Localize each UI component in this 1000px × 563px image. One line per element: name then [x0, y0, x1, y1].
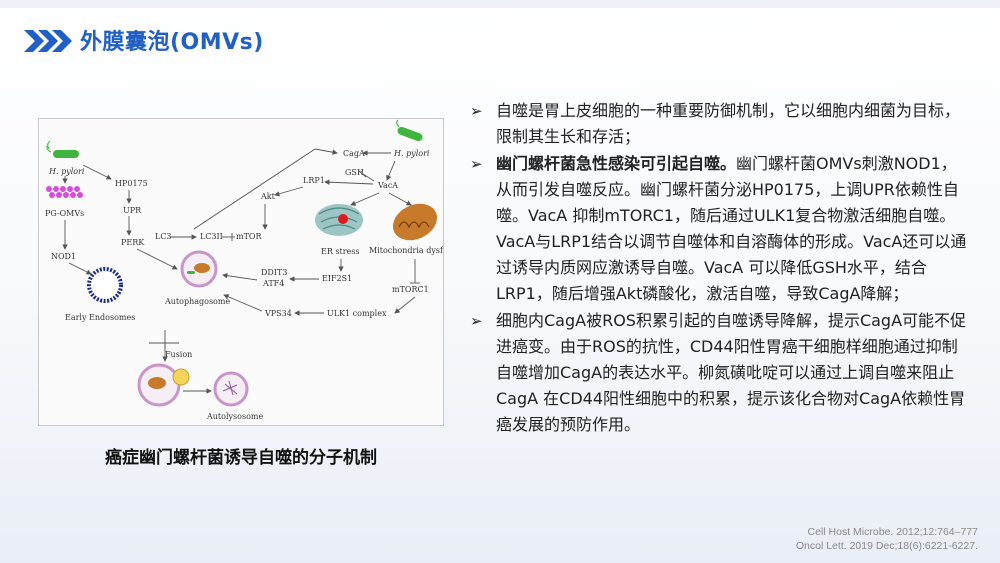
page-title: 外膜囊泡(OMVs) [80, 30, 264, 55]
eif2s1-label: EIF2S1 [322, 274, 352, 283]
ulk1-label: ULK1 complex [327, 309, 387, 318]
reference-line: Oncol Lett. 2019 Dec;18(6):6221-6227. [795, 540, 978, 552]
gsh-label: GSH [345, 168, 364, 177]
bullet-text: 自噬是胃上皮细胞的一种重要防御机制，它以细胞内细菌为目标，限制其生长和存活； [496, 98, 970, 150]
pathway-arrows [62, 148, 420, 394]
vaca-label: VacA [377, 181, 398, 190]
h-pylori-left-icon [46, 140, 79, 158]
er-stress-label: ER stress [321, 247, 360, 256]
arrow-bullet-icon: ➢ [470, 102, 483, 120]
bullet-item: ➢ 幽门螺杆菌急性感染可引起自噬。幽门螺杆菌OMVs刺激NOD1，从而引发自噬反… [470, 151, 970, 307]
autophagosome-icon [180, 250, 218, 288]
bullet-item: ➢ 细胞内CagA被ROS积累引起的自噬诱导降解，提示CagA可能不促进癌变。由… [470, 308, 970, 438]
nod1-label: NOD1 [51, 252, 76, 261]
er-stress-icon [315, 204, 363, 236]
upr-label: UPR [123, 206, 142, 215]
bullet-body: 细胞内CagA被ROS积累引起的自噬诱导降解，提示CagA可能不促进癌变。由于R… [496, 311, 967, 434]
autolysosome-label: Autolysosome [206, 412, 263, 421]
early-endosomes-label: Early Endosomes [65, 313, 135, 322]
atf4-label: ATF4 [262, 279, 284, 288]
pg-omvs-label: PG-OMVs [45, 209, 84, 218]
references: Cell Host Microbe. 2012;12:764–777 Oncol… [796, 525, 978, 553]
mitochondria-icon [392, 203, 438, 241]
perk-label: PERK [121, 238, 145, 247]
bullet-text: 幽门螺杆菌急性感染可引起自噬。幽门螺杆菌OMVs刺激NOD1，从而引发自噬反应。… [496, 151, 970, 307]
autolysosome-icon [213, 371, 249, 407]
early-endosome-icon [87, 267, 123, 303]
autophagosome-label: Autophagosome [164, 297, 230, 306]
figure-caption: 癌症幽门螺杆菌诱导自噬的分子机制 [105, 448, 377, 468]
bullet-text: 细胞内CagA被ROS积累引起的自噬诱导降解，提示CagA可能不促进癌变。由于R… [496, 308, 970, 438]
top-bar [0, 0, 1000, 8]
mtorc1-label: mTORC1 [392, 285, 429, 294]
arrow-bullet-icon: ➢ [470, 312, 483, 330]
lrp1-label: LRP1 [303, 176, 325, 185]
mtor-top-label: mTOR [236, 232, 262, 241]
h-pylori-left-label: H. pylori [48, 167, 85, 176]
lc3-label: LC3 [155, 232, 172, 241]
lc3ii-label: LC3II [200, 232, 223, 241]
chevron-right-icon [24, 30, 72, 52]
hp0175-label: HP0175 [115, 179, 148, 188]
mito-label: Mitochondria dysfunction [369, 246, 443, 255]
h-pylori-right-icon [396, 119, 423, 142]
caga-label: CagA [343, 149, 365, 158]
bullet-list: ➢ 自噬是胃上皮细胞的一种重要防御机制，它以细胞内细菌为目标，限制其生长和存活；… [470, 98, 970, 439]
fusion-label: Fusion [165, 350, 192, 359]
bullet-body: 自噬是胃上皮细胞的一种重要防御机制，它以细胞内细菌为目标，限制其生长和存活； [496, 101, 961, 146]
autophagy-mechanism-diagram: H. pylori PG-OMVs NOD1 Early Endosomes H… [38, 118, 444, 426]
vps34-label: VPS34 [264, 309, 292, 318]
arrow-bullet-icon: ➢ [470, 155, 483, 173]
ddit3-label: DDIT3 [261, 268, 287, 277]
omv-vesicles-icon [46, 186, 83, 198]
diagram-canvas: H. pylori PG-OMVs NOD1 Early Endosomes H… [45, 119, 443, 421]
bullet-bold-lead: 幽门螺杆菌急性感染可引起自噬。 [496, 154, 737, 173]
bullet-item: ➢ 自噬是胃上皮细胞的一种重要防御机制，它以细胞内细菌为目标，限制其生长和存活； [470, 98, 970, 150]
lysosome-fusion-icon [137, 363, 190, 407]
reference-line: Cell Host Microbe. 2012;12:764–777 [807, 526, 978, 538]
bullet-body: 幽门螺杆菌OMVs刺激NOD1，从而引发自噬反应。幽门螺杆菌分泌HP0175，上… [496, 154, 967, 303]
akt-label: Akt [260, 192, 276, 201]
h-pylori-right-label: H. pylori [393, 149, 430, 158]
